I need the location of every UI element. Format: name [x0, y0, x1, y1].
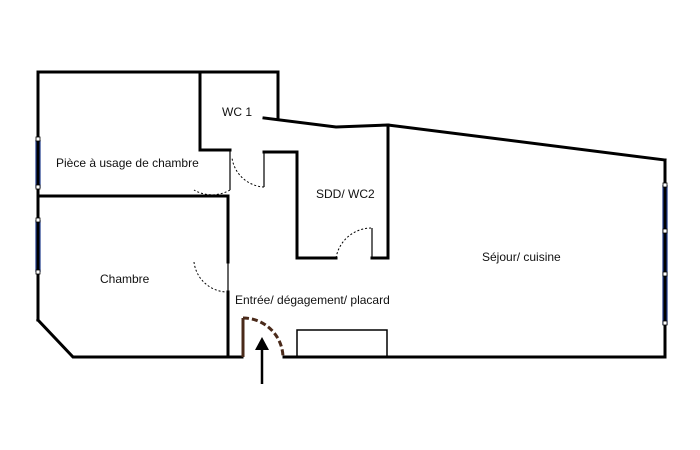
door-wc1 [231, 152, 265, 188]
label-wc1: WC 1 [222, 105, 252, 119]
window-left-upper [35, 136, 41, 190]
windows [35, 136, 668, 326]
outer-walls [35, 70, 667, 359]
door-bedroom [193, 261, 229, 293]
label-bedroom-room: Pièce à usage de chambre [56, 156, 199, 170]
label-living-kitchen: Séjour/ cuisine [482, 250, 561, 264]
doors [193, 150, 373, 358]
label-bedroom: Chambre [100, 272, 150, 286]
entry-arrow-icon [255, 337, 269, 384]
window-left-lower [35, 217, 41, 275]
door-bedroom-room [193, 150, 231, 196]
label-entry-hall: Entrée/ dégagement/ placard [235, 293, 390, 307]
entry-door [241, 316, 285, 358]
label-bathroom-wc2: SDD/ WC2 [316, 187, 375, 201]
door-bathroom [335, 227, 373, 259]
interior-walls [36, 70, 390, 359]
window-right [662, 182, 668, 326]
closet [296, 329, 388, 358]
